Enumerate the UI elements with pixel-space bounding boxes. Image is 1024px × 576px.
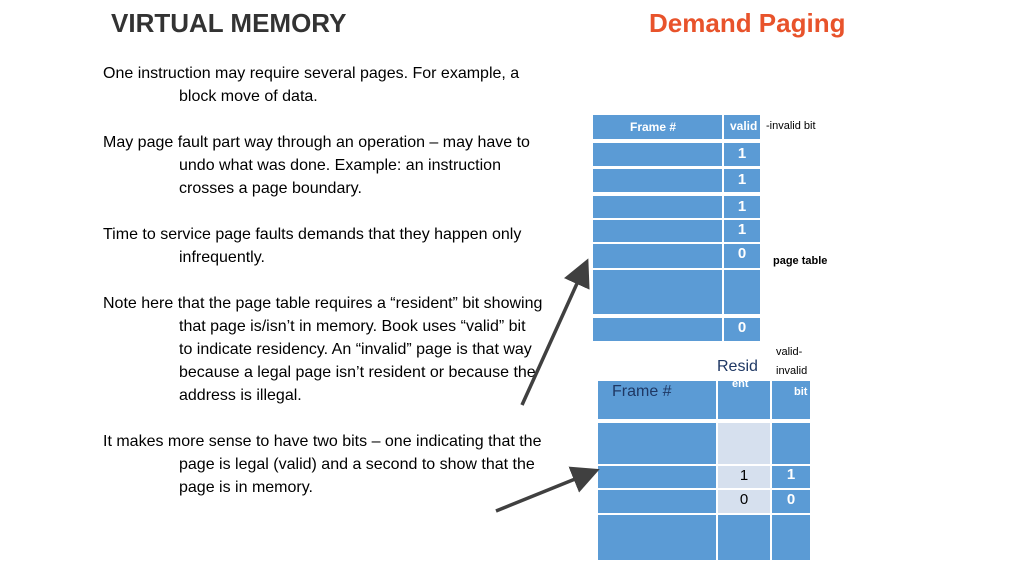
table2-header-resid: Resid: [717, 358, 758, 375]
table1-valid-cell: [724, 169, 760, 192]
table1-header-valid: valid: [730, 119, 758, 133]
table1-valid-value: 1: [737, 221, 747, 238]
table1-frame-cell: [593, 143, 722, 166]
table2-header-frame: Frame #: [612, 383, 672, 400]
table2-header-resid-small: ent: [732, 378, 749, 390]
table1-valid-value: 1: [737, 145, 747, 162]
table2-resident-cell: [718, 466, 770, 488]
table1-valid-cell: [724, 196, 760, 218]
table1-valid-cell: [724, 244, 760, 268]
paragraph: Time to service page faults demands that…: [103, 226, 522, 266]
table1-valid-cell: [724, 270, 760, 314]
table2-valid-cell: [772, 515, 810, 560]
table1-valid-cell: [724, 318, 760, 341]
table2-valid-cell: [772, 466, 810, 488]
table1-valid-value: 1: [737, 171, 747, 188]
table2-valid-value: 1: [786, 466, 796, 483]
table2-header-valid-bit: bit: [794, 386, 808, 398]
slide-subtitle: Demand Paging: [649, 8, 846, 38]
table1-valid-value: 0: [737, 245, 747, 262]
table1-header-note: -invalid bit: [766, 120, 816, 132]
table1-frame-cell: [593, 220, 722, 242]
table2-valid-cell: [772, 490, 810, 513]
arrow-to-two-bit-table: [495, 466, 600, 513]
page-table-label: page table: [773, 255, 828, 267]
table1-frame-cell: [593, 318, 722, 341]
table2-frame-cell: [598, 423, 716, 464]
table2-resident-cell: [718, 515, 770, 560]
table1-valid-value: 1: [737, 198, 747, 215]
table2-frame-cell: [598, 515, 716, 560]
table2-header-frame-cell: [598, 381, 716, 419]
table1-frame-cell: [593, 270, 722, 314]
table1-frame-cell: [593, 244, 722, 268]
paragraph: Note here that the page table requires a…: [103, 295, 543, 404]
table1-header-frame: Frame #: [630, 120, 677, 134]
arrow-to-page-table: [520, 258, 590, 406]
table2-frame-cell: [598, 490, 716, 513]
table1-valid-cell: [724, 143, 760, 166]
table2-resident-cell: [718, 490, 770, 513]
table2-resident-value: 1: [739, 467, 749, 484]
table1-valid-value: 0: [737, 319, 747, 336]
paragraph: One instruction may require several page…: [103, 65, 520, 105]
table1-frame-cell: [593, 196, 722, 218]
table2-frame-cell: [598, 466, 716, 488]
table2-header-valid-top: valid-: [776, 346, 803, 358]
table2-resident-cell: [718, 423, 770, 464]
body-text: One instruction may require several page…: [103, 62, 543, 499]
table2-header-valid-mid: invalid: [776, 365, 808, 377]
table1-header-frame-cell: [593, 115, 722, 139]
table2-header-resid-cell: [718, 381, 770, 419]
table2-resident-value: 0: [739, 491, 749, 508]
table1-valid-cell: [724, 220, 760, 242]
paragraph: It makes more sense to have two bits – o…: [103, 433, 542, 496]
table2-valid-cell: [772, 423, 810, 464]
paragraph: May page fault part way through an opera…: [103, 134, 530, 197]
table1-frame-cell: [593, 169, 722, 192]
table2-header-valid-cell: [772, 381, 810, 419]
table1-header-valid-cell: [724, 115, 760, 139]
table2-valid-value: 0: [786, 491, 796, 508]
slide-title: VIRTUAL MEMORY: [111, 8, 347, 38]
